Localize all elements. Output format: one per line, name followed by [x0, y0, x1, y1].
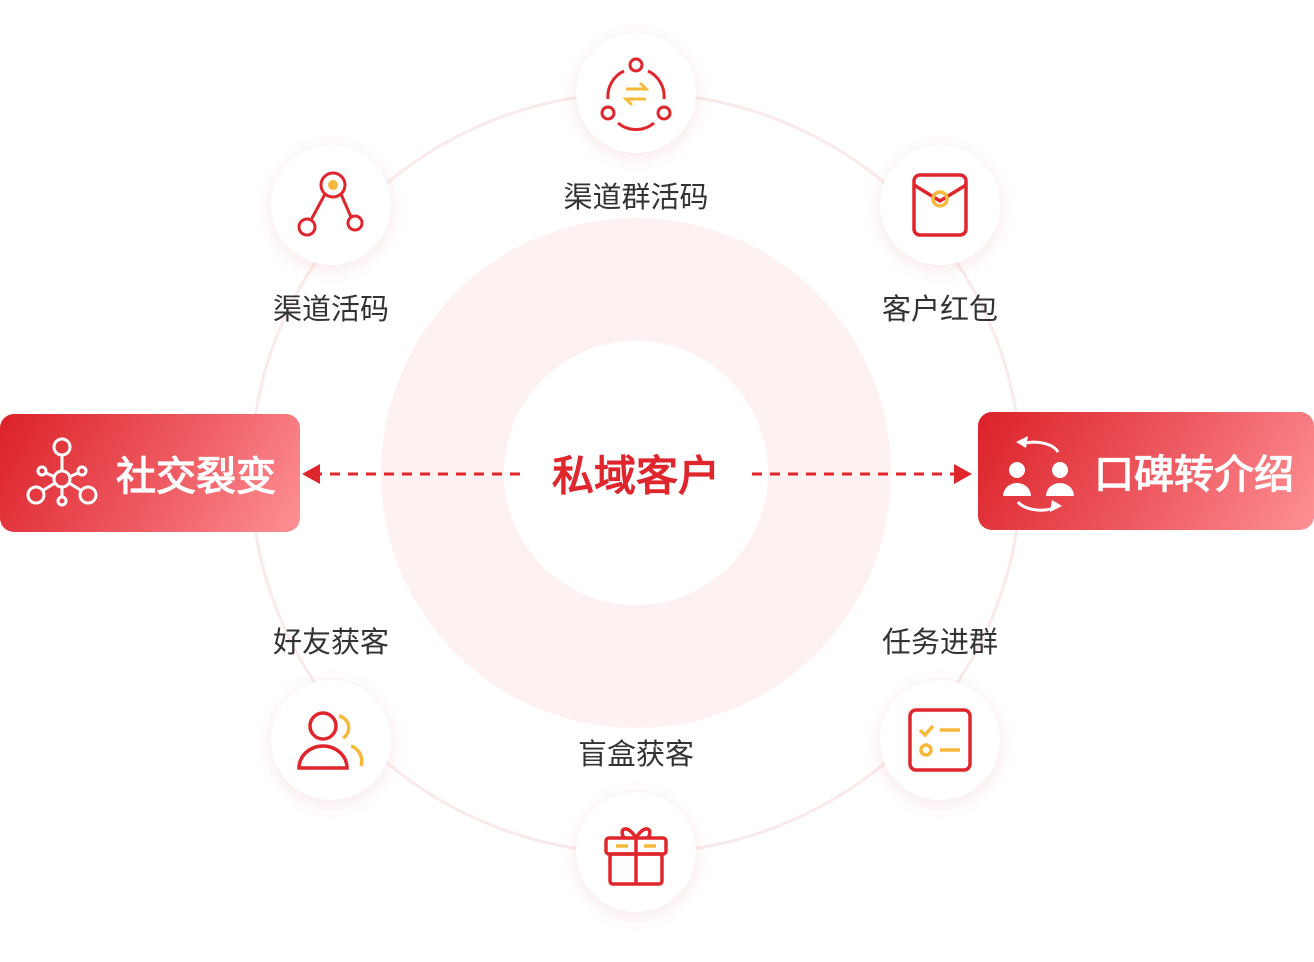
- left-dashed-arrow: [302, 464, 520, 484]
- blind-box-label: 盲盒获客: [577, 737, 694, 771]
- friends-icon: [297, 711, 364, 770]
- center-label: 私域客户: [551, 451, 721, 501]
- red-envelope-icon: [912, 173, 968, 237]
- task-group-node[interactable]: [880, 680, 1000, 800]
- blind-box-node[interactable]: [576, 792, 696, 912]
- group-exchange-icon: [600, 57, 672, 131]
- red-envelope-node[interactable]: [880, 145, 1000, 265]
- branch-icon: [297, 171, 364, 237]
- channel-code-label: 渠道活码: [272, 292, 389, 326]
- channel-group-code-node[interactable]: [576, 33, 696, 153]
- network-icon: [26, 437, 98, 507]
- social-fission-label: 社交裂变: [116, 454, 276, 500]
- word-of-mouth-label: 口碑转介绍: [1094, 452, 1294, 498]
- word-of-mouth-card[interactable]: 口碑转介绍: [978, 412, 1314, 530]
- social-fission-card[interactable]: 社交裂变: [0, 414, 300, 532]
- channel-code-node[interactable]: [271, 145, 391, 265]
- channel-group-code-label: 渠道群活码: [563, 180, 709, 214]
- friend-acquisition-label: 好友获客: [272, 625, 389, 659]
- friend-acquisition-node[interactable]: [271, 680, 391, 800]
- gift-icon: [604, 827, 668, 886]
- users-exchange-icon: [1003, 436, 1074, 512]
- red-envelope-label: 客户红包: [881, 292, 998, 326]
- right-dashed-arrow: [752, 464, 972, 484]
- task-group-label: 任务进群: [881, 625, 998, 659]
- task-list-icon: [908, 708, 972, 772]
